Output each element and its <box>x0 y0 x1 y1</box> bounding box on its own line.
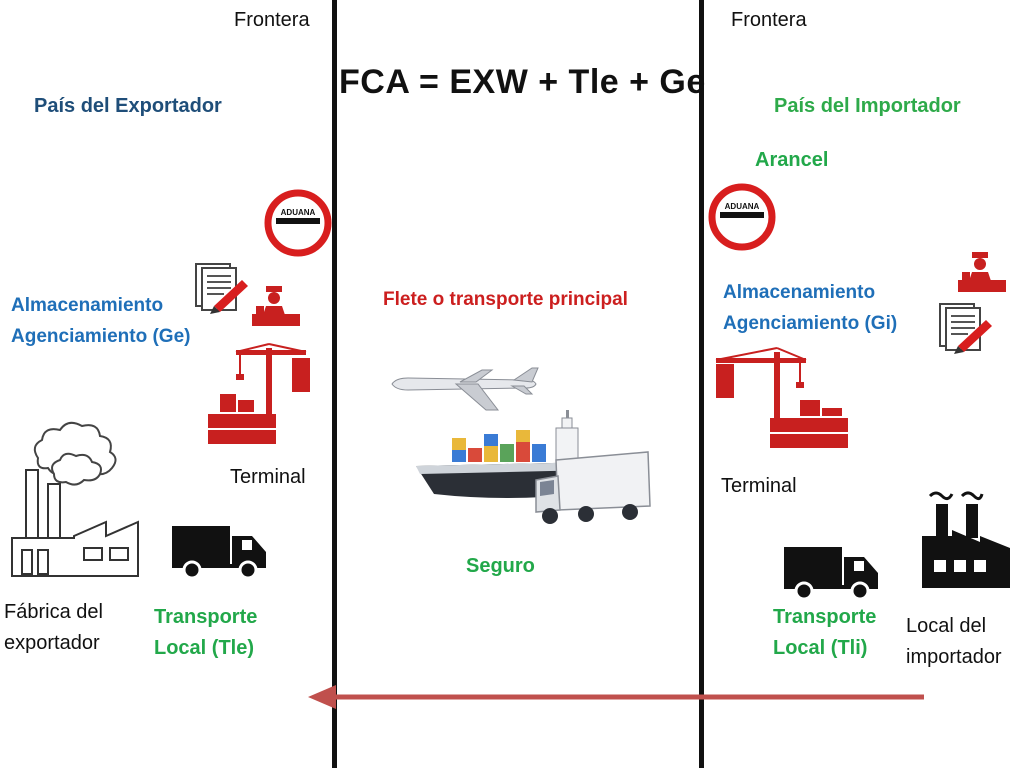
left-border-label: Frontera <box>234 9 310 31</box>
exporter-customs-text: ADUANA <box>281 208 316 217</box>
main-freight-label: Flete o transporte principal <box>383 289 628 310</box>
exporter-storage-line2: Agenciamiento (Ge) <box>11 326 191 347</box>
exporter-terminal-label: Terminal <box>230 466 306 488</box>
tariff-label: Arancel <box>755 149 829 171</box>
transport-modes-illustration <box>391 367 651 524</box>
exporter-factory-icon <box>11 421 139 577</box>
exporter-factory-line2: exportador <box>4 632 100 654</box>
importer-transport-line1: Transporte <box>773 606 877 628</box>
importer-port-crane-icon <box>715 347 848 448</box>
exporter-customs-sign-icon: ADUANA <box>264 189 332 257</box>
importer-local-line1: Local del <box>906 615 987 637</box>
importer-storage-line1: Almacenamiento <box>723 282 876 303</box>
importer-local-label: Local del importador <box>906 611 1002 673</box>
exporter-factory-label: Fábrica del exportador <box>4 597 103 659</box>
freight-truck-icon <box>535 451 651 524</box>
exporter-country-label: País del Exportador <box>34 95 222 117</box>
right-border-line <box>699 0 704 768</box>
exporter-transport-line2: Local (Tle) <box>154 637 255 659</box>
importer-terminal-label: Terminal <box>721 475 797 497</box>
importer-factory-icon <box>922 491 1010 588</box>
right-border-label: Frontera <box>731 9 807 31</box>
importer-customs-text: ADUANA <box>725 202 760 211</box>
exporter-port-crane-icon <box>208 343 310 444</box>
exporter-factory-line1: Fábrica del <box>4 601 103 623</box>
exporter-transport-label: Transporte Local (Tle) <box>154 602 257 664</box>
importer-storage-label: Almacenamiento Agenciamiento (Gi) <box>723 277 897 339</box>
flow-arrow-left <box>308 685 924 709</box>
importer-local-truck-icon <box>784 547 878 601</box>
importer-document-icon <box>939 303 992 354</box>
exporter-transport-line1: Transporte <box>154 606 258 628</box>
importer-country-label: País del Importador <box>774 95 961 117</box>
importer-storage-line2: Agenciamiento (Gi) <box>723 313 898 334</box>
exporter-storage-line1: Almacenamiento <box>11 295 164 316</box>
exporter-local-truck-icon <box>172 526 266 580</box>
importer-transport-line2: Local (Tli) <box>773 637 868 659</box>
importer-transport-label: Transporte Local (Tli) <box>773 602 876 664</box>
airplane-icon <box>391 367 539 411</box>
importer-customs-agent-icon <box>958 252 1006 292</box>
insurance-label: Seguro <box>466 555 535 577</box>
importer-customs-sign-icon: ADUANA <box>708 183 776 251</box>
exporter-customs-agent-icon <box>252 286 300 326</box>
importer-local-line2: importador <box>906 646 1002 668</box>
page-title: FCA = EXW + Tle + Ge <box>339 63 706 101</box>
left-border-line <box>332 0 337 768</box>
exporter-document-icon <box>195 263 248 314</box>
exporter-storage-label: Almacenamiento Agenciamiento (Ge) <box>11 290 190 352</box>
